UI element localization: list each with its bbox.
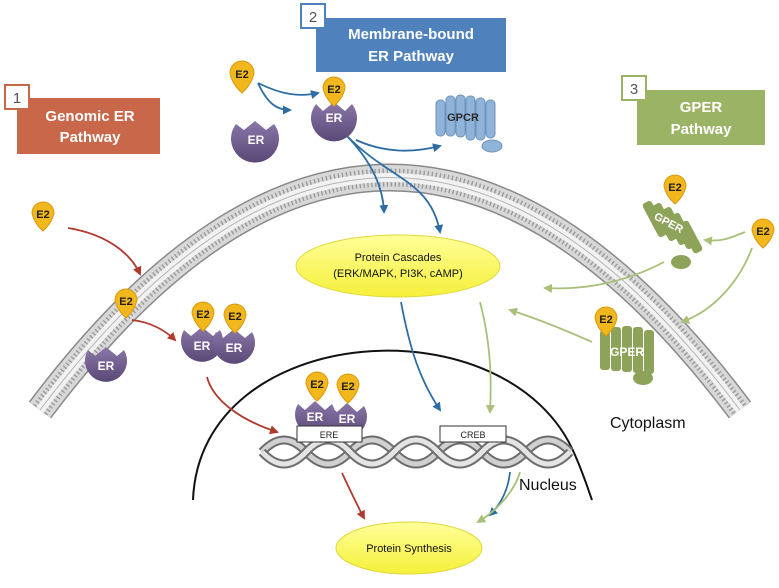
gpcr-receptor: GPCR: [435, 94, 503, 153]
pathway-2-title-line2: ER Pathway: [368, 48, 455, 65]
e2-gper-cytoplasm-label: E2: [599, 314, 612, 326]
pathway-3-title-line2: Pathway: [671, 121, 733, 138]
pathway-1-badge: Genomic ER Pathway 1: [4, 84, 160, 154]
protein-synthesis-label: Protein Synthesis: [366, 543, 452, 555]
creb-label: CREB: [460, 430, 485, 440]
gper-cytoplasm-label: GPER: [610, 345, 644, 359]
e2-dna-left-label: E2: [310, 379, 323, 391]
e2-ligand-dna-left: E2: [305, 371, 329, 402]
cytoplasm-label: Cytoplasm: [610, 415, 686, 432]
ere-label: ERE: [320, 430, 339, 440]
er-dimer-left-label: ER: [194, 339, 211, 353]
pathway-1-title-line1: Genomic ER: [45, 108, 134, 125]
er-dimer-right-label: ER: [226, 341, 243, 355]
e2-ligand-on-membrane-er: E2: [322, 76, 346, 107]
er-dna-right-label: ER: [339, 412, 356, 426]
e2-ligand-dimer-right: E2: [223, 303, 247, 334]
e2-dna-right-label: E2: [341, 381, 354, 393]
pathway-1-title-line2: Pathway: [60, 129, 122, 146]
nucleus-label: Nucleus: [519, 477, 577, 494]
e2-genomic-free-label: E2: [119, 296, 132, 308]
pathway-2-title-line1: Membrane-bound: [348, 26, 474, 43]
e2-gper-extracellular-label: E2: [756, 226, 769, 238]
ere-box: ERE: [296, 425, 363, 443]
cell-membrane: [28, 163, 752, 419]
er-dna-left-label: ER: [307, 410, 324, 424]
pathway-1-number: 1: [13, 90, 21, 107]
e2-ligand-genomic-outside: E2: [31, 201, 55, 232]
protein-cascades-detail: (ERK/MAPK, PI3K, cAMP): [333, 268, 463, 280]
gpcr-label: GPCR: [447, 112, 479, 124]
creb-box: CREB: [439, 425, 507, 443]
genomic-pathway-arrows: [67, 227, 365, 520]
pathway-3-number: 3: [630, 81, 638, 98]
e2-ligand-on-gper-membrane: E2: [663, 174, 687, 205]
e2-gper-membrane-label: E2: [668, 182, 681, 194]
er-membrane-bound-label: ER: [326, 111, 343, 125]
pathway-3-title-line1: GPER: [680, 99, 723, 116]
e2-ligand-dna-right: E2: [336, 373, 360, 404]
er-membrane-left-label: ER: [248, 133, 265, 147]
dna-helix: [258, 435, 574, 469]
e2-dimer-right-label: E2: [228, 311, 241, 323]
e2-membrane-er-label: E2: [327, 84, 340, 96]
gper-pathway-arrows: [476, 231, 753, 524]
e2-ligand-extracellular: E2: [229, 60, 255, 94]
er-receptor-cytoplasm: ER: [84, 347, 128, 382]
er-receptor-membrane-left: ER: [231, 121, 279, 163]
er-cytoplasm-label: ER: [98, 359, 115, 373]
e2-ligand-genomic-free: E2: [114, 288, 138, 319]
gper-receptor-cytoplasm: GPER: [600, 326, 654, 385]
protein-synthesis-ellipse: Protein Synthesis: [335, 521, 483, 575]
pathway-2-badge: Membrane-bound ER Pathway 2: [300, 3, 506, 72]
e2-genomic-outside-label: E2: [36, 209, 49, 221]
er-dimer-cytoplasm: ER ER: [181, 327, 255, 364]
er-receptor-membrane-bound: ER: [311, 102, 358, 142]
membrane-pathway-arrows: [257, 82, 511, 517]
pathway-3-badge: GPER Pathway 3: [621, 75, 765, 145]
pathway-2-number: 2: [309, 9, 317, 26]
gper-receptor-membrane: GPER: [642, 200, 703, 269]
protein-cascades-label: Protein Cascades: [355, 252, 442, 264]
e2-dimer-left-label: E2: [196, 309, 209, 321]
e2-extracellular-label: E2: [235, 69, 248, 81]
e2-ligand-dimer-left: E2: [191, 301, 215, 332]
protein-cascades-ellipse: Protein Cascades (ERK/MAPK, PI3K, cAMP): [295, 234, 501, 298]
e2-ligand-gper-extracellular: E2: [751, 218, 775, 249]
e2-ligand-on-gper-cytoplasm: E2: [594, 306, 618, 337]
